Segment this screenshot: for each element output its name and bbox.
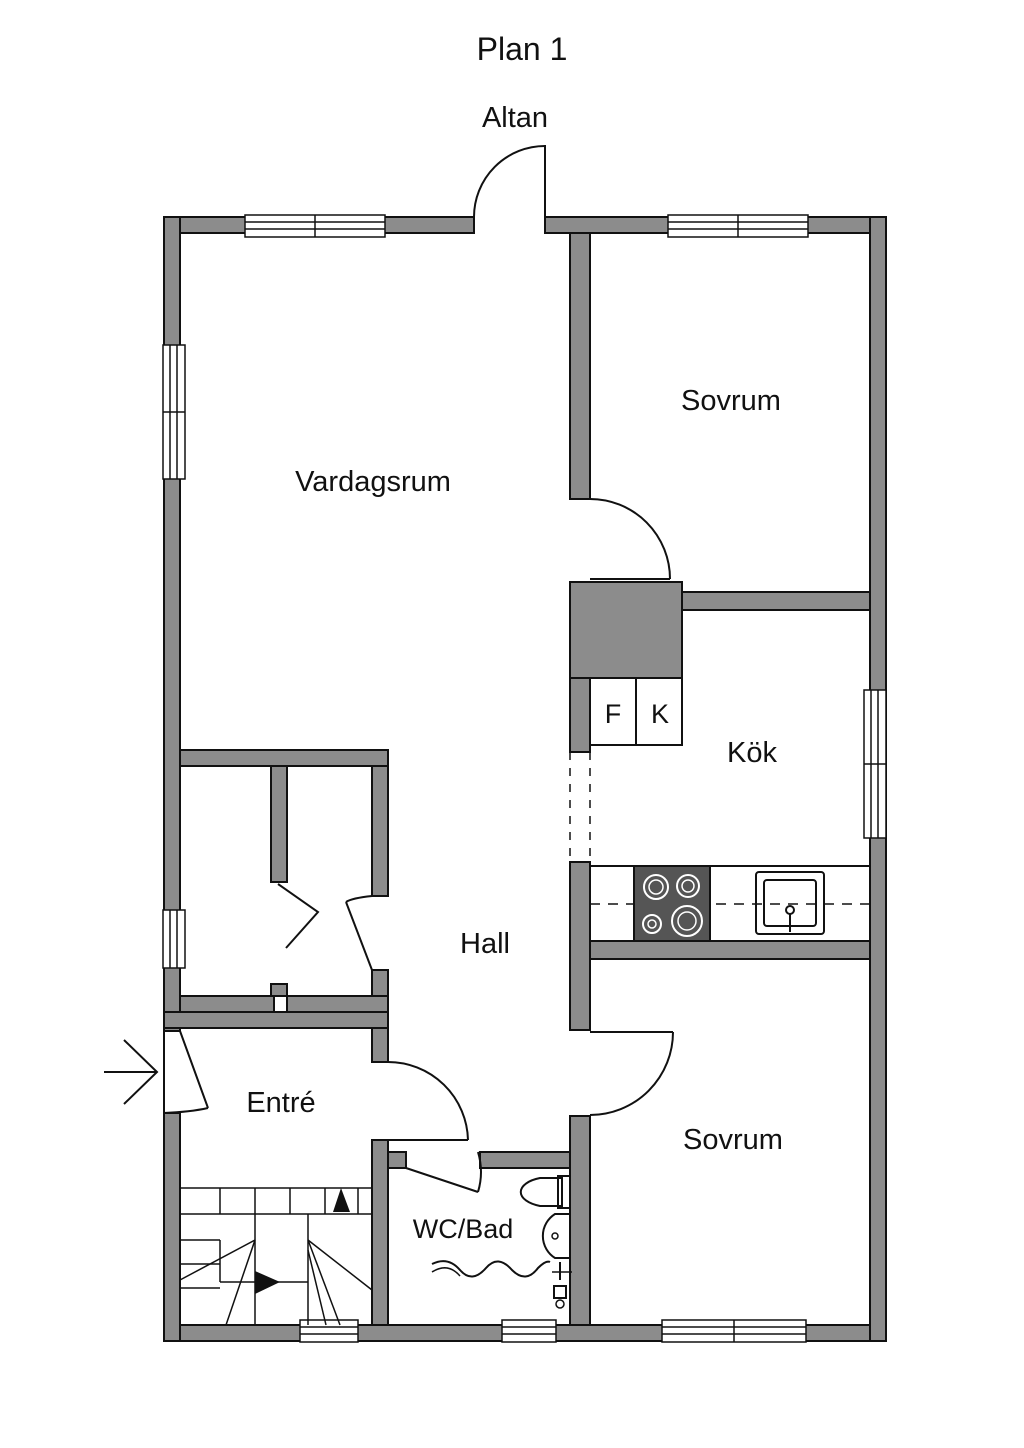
freezer-label: K xyxy=(651,699,669,729)
plan-title: Plan 1 xyxy=(477,31,568,67)
staircase xyxy=(179,1187,373,1326)
bathroom-fixtures xyxy=(431,1175,572,1309)
sink-icon xyxy=(755,871,825,935)
room-labels: Altan Vardagsrum Sovrum Kök F K Hall Ent… xyxy=(246,102,783,1244)
kitchen-fixtures xyxy=(589,677,871,942)
hall-label: Hall xyxy=(460,928,510,960)
wc-bad-label: WC/Bad xyxy=(413,1214,514,1244)
sovrum-top-label: Sovrum xyxy=(681,385,781,417)
stair-arrow-right-icon xyxy=(255,1271,280,1294)
sovrum-bottom-label: Sovrum xyxy=(683,1124,783,1156)
fridge-label: F xyxy=(605,699,622,729)
interior-walls xyxy=(163,232,871,1326)
washbasin-icon xyxy=(541,1213,571,1259)
kok-label: Kök xyxy=(727,737,777,769)
toilet-icon xyxy=(519,1175,571,1209)
entre-label: Entré xyxy=(246,1087,315,1119)
entrance-arrow-icon xyxy=(104,1039,159,1105)
vardagsrum-label: Vardagsrum xyxy=(295,466,451,498)
doors xyxy=(163,145,674,1193)
windows xyxy=(162,214,887,1343)
altan-label: Altan xyxy=(482,102,548,134)
shower-icon xyxy=(431,1260,572,1309)
stair-arrow-up-icon xyxy=(333,1188,350,1212)
